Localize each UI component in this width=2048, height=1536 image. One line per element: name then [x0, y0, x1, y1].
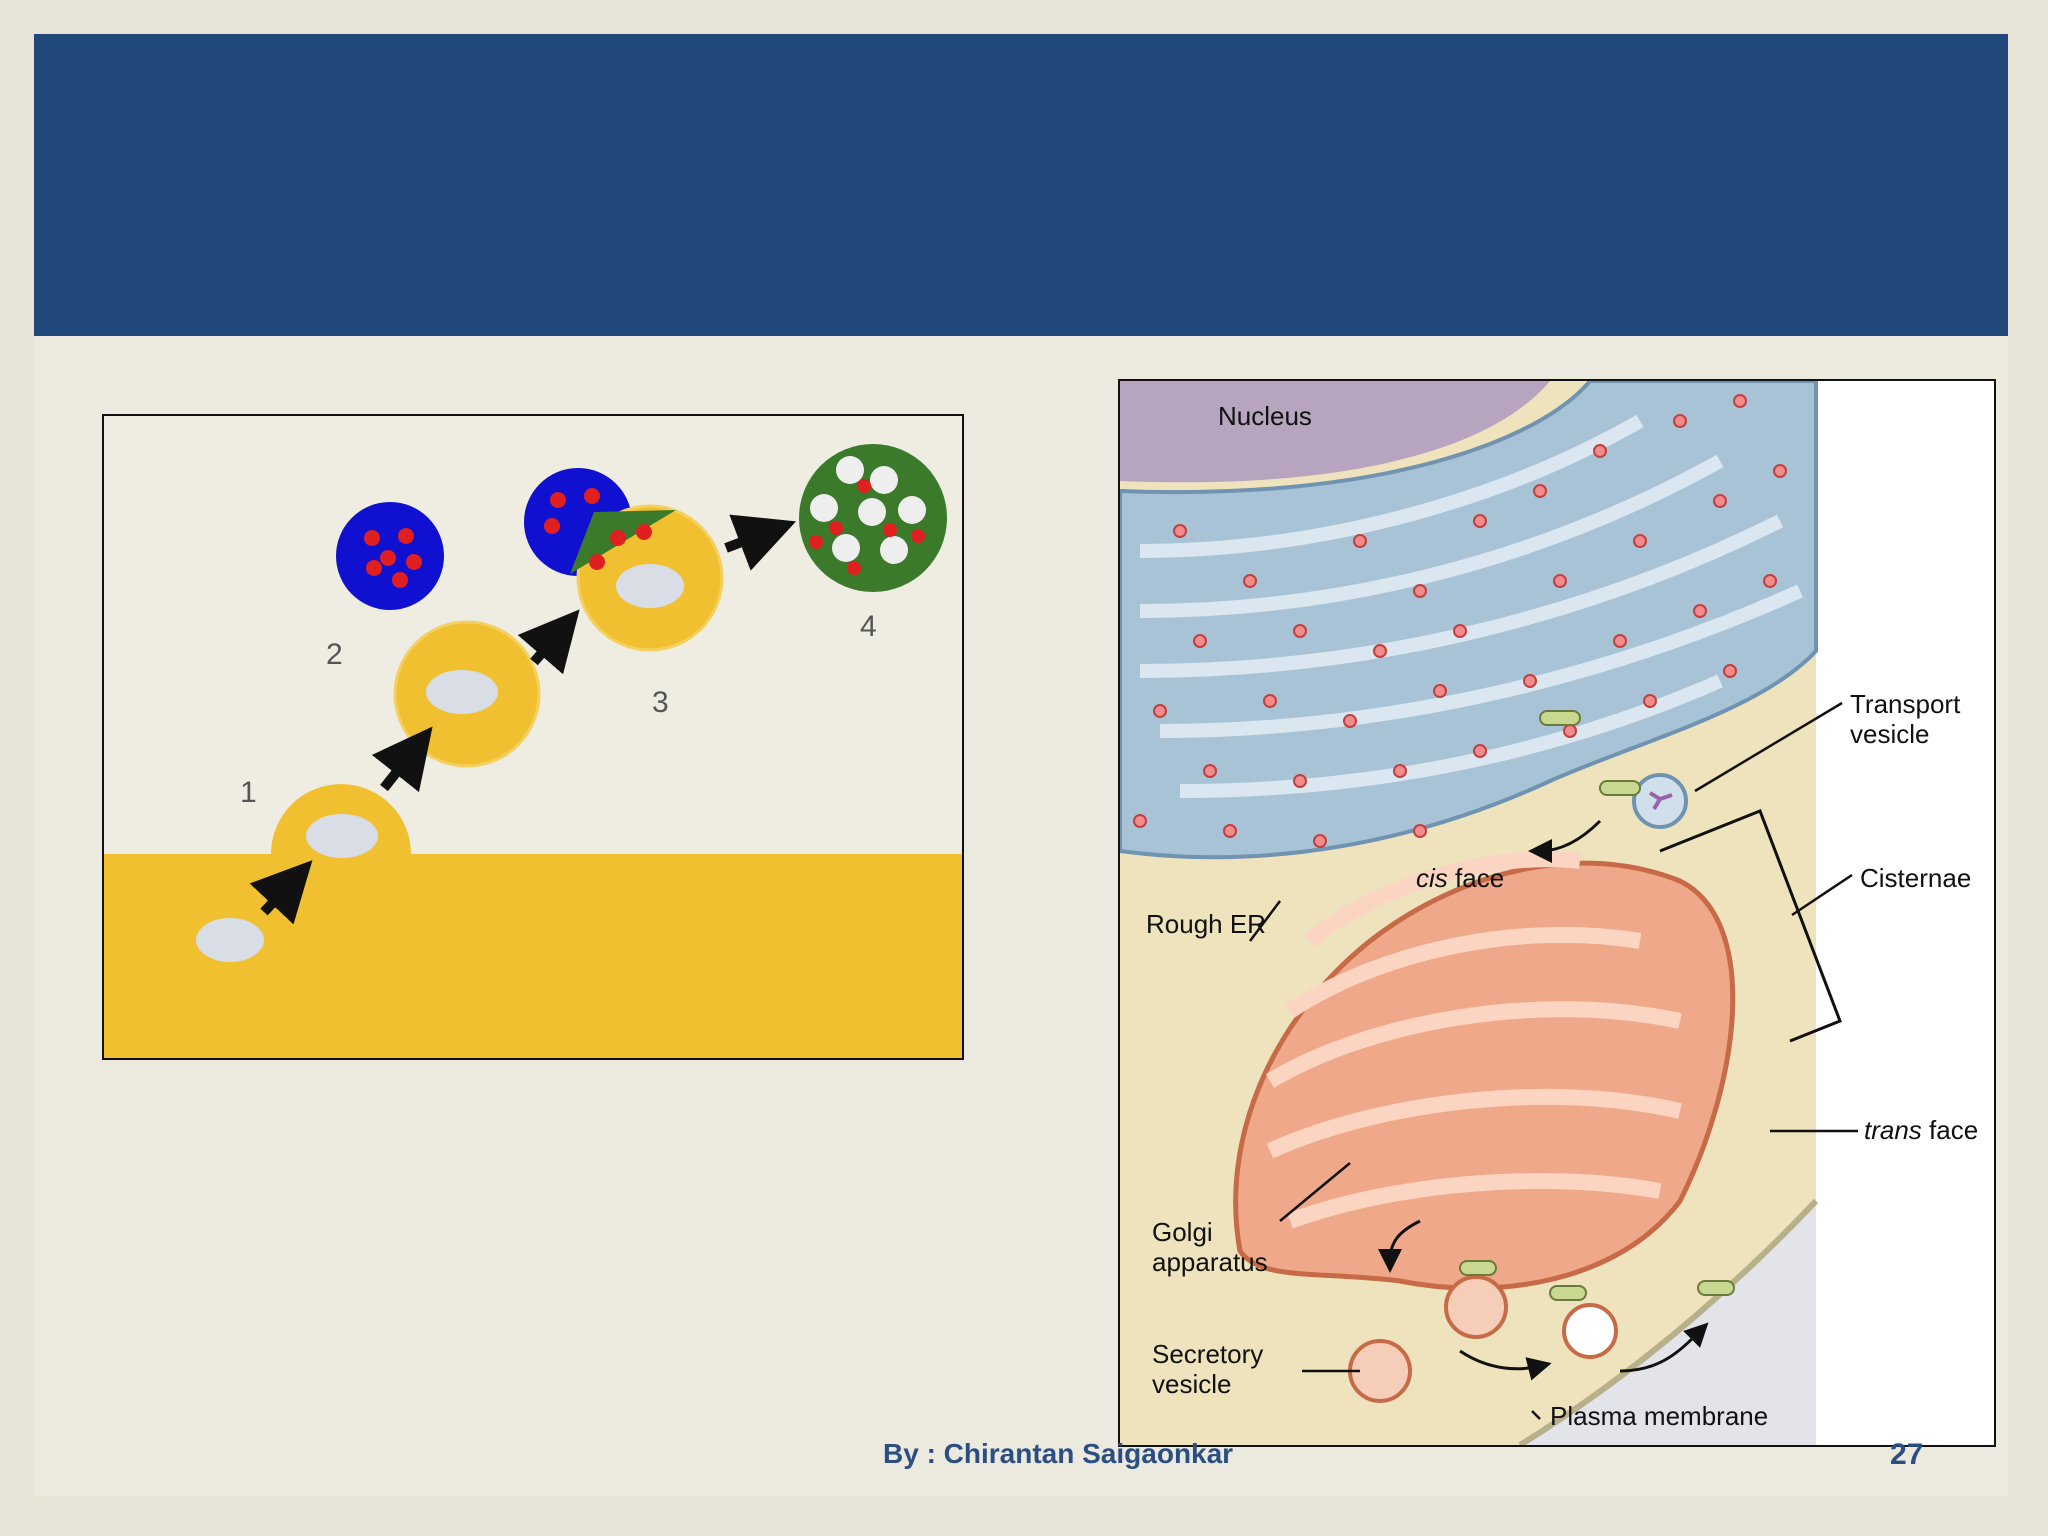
- page-number: 27: [1890, 1438, 1924, 1471]
- extracellular-space: [1520, 1201, 1816, 1445]
- secretory-vesicles: [1348, 1260, 1735, 1403]
- rough-er: [1120, 381, 1818, 860]
- phagolysosome-icon: [799, 444, 947, 592]
- golgi-diagram: Nucleus Transport vesicle Cisternae cis …: [1120, 381, 1994, 1445]
- leader-lines: [1249, 701, 1858, 1420]
- label-secretory-2: vesicle: [1152, 1369, 1231, 1399]
- process-arrows: [249, 514, 797, 925]
- label-secretory-1: Secretory: [1152, 1339, 1263, 1369]
- phagosome-lysosome-fusion: [524, 468, 724, 652]
- label-rough-er: Rough ER: [1146, 909, 1266, 939]
- lysosome-icon: [336, 502, 444, 610]
- label-golgi-1: Golgi: [1152, 1217, 1213, 1247]
- particle: [196, 918, 264, 962]
- golgi-figure: Nucleus Transport vesicle Cisternae cis …: [1118, 379, 1996, 1447]
- phagosome-2: [393, 620, 541, 768]
- footer-author: By : Chirantan Saigaonkar: [883, 1438, 1234, 1469]
- transport-vesicle: [1539, 710, 1688, 829]
- step-label-3: 3: [652, 686, 669, 719]
- golgi-apparatus: [1233, 851, 1736, 1291]
- label-nucleus: Nucleus: [1218, 401, 1312, 431]
- label-cis-face: cis face: [1416, 863, 1504, 893]
- cisternae-bracket: [1659, 809, 1842, 1043]
- title-band: [34, 34, 2008, 336]
- step-label-4: 4: [860, 610, 877, 643]
- step-label-2: 2: [326, 638, 343, 671]
- phagocytosis-diagram: 1 2 3 4: [104, 444, 962, 1058]
- label-trans-face: trans face: [1864, 1115, 1978, 1145]
- label-cisternae: Cisternae: [1860, 863, 1971, 893]
- label-golgi-2: apparatus: [1152, 1247, 1268, 1277]
- trafficking-arrows: [1378, 819, 1709, 1381]
- label-plasma-membrane: Plasma membrane: [1550, 1401, 1768, 1431]
- nucleus: [1120, 381, 1550, 483]
- phagocytosis-figure: 1 2 3 4: [102, 414, 964, 1060]
- label-transport-2: vesicle: [1850, 719, 1929, 749]
- label-transport-1: Transport: [1850, 689, 1961, 719]
- phagosome-1: [271, 784, 411, 924]
- step-label-1: 1: [240, 776, 257, 809]
